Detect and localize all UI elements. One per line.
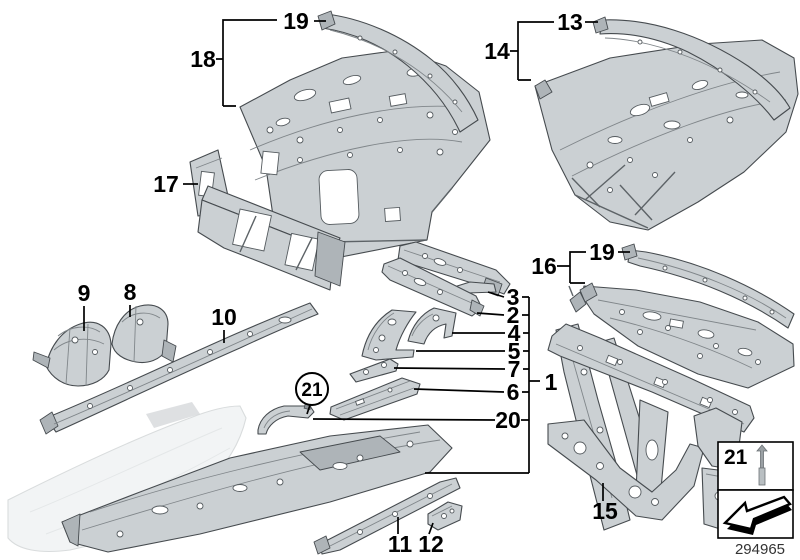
callout-7-label[interactable]: 7 bbox=[508, 356, 521, 382]
part-9-drawing bbox=[32, 321, 112, 387]
part-8-drawing bbox=[111, 304, 177, 364]
callout-18-leader bbox=[216, 19, 277, 107]
stud-icon bbox=[756, 444, 768, 486]
callout-16[interactable]: 16 bbox=[531, 251, 586, 284]
callout-11-label[interactable]: 11 bbox=[388, 531, 413, 557]
part-3-drawing bbox=[397, 241, 511, 301]
callout-2-leader bbox=[476, 312, 529, 316]
callout-5[interactable]: 5 bbox=[416, 338, 529, 364]
callout-21-circle-label[interactable]: 21 bbox=[301, 380, 323, 401]
callout-14-leader bbox=[510, 21, 554, 81]
callout-6[interactable]: 6 bbox=[413, 379, 529, 405]
callout-7[interactable]: 7 bbox=[393, 356, 529, 382]
part-18-drawing bbox=[239, 49, 491, 259]
callout-16-leader bbox=[557, 251, 586, 284]
part-15-drawing bbox=[547, 285, 755, 533]
callout-21-circle-leader bbox=[306, 404, 311, 415]
callout-18-label[interactable]: 18 bbox=[190, 46, 216, 72]
fastener-box-frame bbox=[717, 441, 794, 491]
floor-panel-drawing bbox=[61, 424, 453, 553]
callout-17[interactable]: 17 bbox=[153, 171, 198, 197]
diagram-number: 294965 bbox=[735, 541, 785, 558]
callout-20[interactable]: 20 bbox=[312, 407, 529, 433]
group-1-bracket bbox=[425, 297, 540, 474]
callout-9[interactable]: 9 bbox=[78, 280, 91, 331]
callout-12[interactable]: 12 bbox=[418, 522, 444, 557]
callout-9-label[interactable]: 9 bbox=[78, 280, 91, 306]
part-6-drawing bbox=[329, 377, 421, 421]
callout-14-label[interactable]: 14 bbox=[484, 38, 510, 64]
callout-11[interactable]: 11 bbox=[388, 517, 413, 557]
callout-12-leader bbox=[428, 522, 434, 535]
callout-21-circle-ring bbox=[295, 372, 329, 406]
callout-10-label[interactable]: 10 bbox=[211, 304, 237, 330]
part-11-drawing bbox=[313, 477, 461, 555]
callout-6-label[interactable]: 6 bbox=[507, 379, 520, 405]
callout-2-label[interactable]: 2 bbox=[507, 302, 520, 328]
callout-8-label[interactable]: 8 bbox=[124, 279, 137, 305]
callout-5-label[interactable]: 5 bbox=[508, 338, 521, 364]
callout-1-label[interactable]: 1 bbox=[545, 369, 558, 395]
callout-3[interactable]: 3 bbox=[487, 284, 529, 310]
callout-10[interactable]: 10 bbox=[211, 304, 237, 343]
direction-arrow-box bbox=[717, 489, 794, 539]
callout-3-label[interactable]: 3 bbox=[507, 284, 520, 310]
part-2-drawing bbox=[381, 257, 485, 317]
callout-18[interactable]: 18 bbox=[190, 19, 277, 107]
callout-15-label[interactable]: 15 bbox=[592, 498, 618, 524]
legend-fastener-box: 21 bbox=[717, 441, 794, 491]
callout-19-left[interactable]: 19 bbox=[283, 8, 326, 34]
callout-13-label[interactable]: 13 bbox=[557, 9, 583, 35]
callout-7-leader bbox=[393, 367, 529, 370]
callout-19-right-label[interactable]: 19 bbox=[589, 239, 615, 265]
part-13-drawing bbox=[592, 16, 791, 121]
part-17-drawing bbox=[189, 149, 346, 291]
parts-artwork bbox=[7, 10, 799, 555]
part-12-drawing bbox=[427, 501, 463, 531]
part-10-drawing bbox=[39, 302, 319, 435]
part-19-left-drawing bbox=[317, 10, 479, 133]
callout-4[interactable]: 4 bbox=[452, 320, 529, 346]
callout-21-circle[interactable]: 21 bbox=[295, 372, 329, 415]
fastener-box-label: 21 bbox=[724, 446, 748, 469]
callout-6-leader bbox=[413, 388, 529, 393]
callout-20-leader bbox=[312, 418, 529, 421]
direction-arrow-icon bbox=[722, 495, 792, 535]
callout-3-leader bbox=[487, 291, 529, 298]
part-4-drawing bbox=[407, 307, 457, 345]
part-14-drawing bbox=[534, 39, 799, 231]
part-16-drawing bbox=[579, 282, 795, 389]
callout-15[interactable]: 15 bbox=[592, 483, 618, 524]
callout-8[interactable]: 8 bbox=[124, 279, 137, 317]
callout-19-right[interactable]: 19 bbox=[589, 239, 630, 265]
callout-14[interactable]: 14 bbox=[484, 21, 554, 81]
callout-4-label[interactable]: 4 bbox=[508, 320, 521, 346]
callout-13[interactable]: 13 bbox=[557, 9, 598, 35]
callout-2[interactable]: 2 bbox=[476, 302, 529, 328]
callout-17-label[interactable]: 17 bbox=[153, 171, 179, 197]
callout-20-label[interactable]: 20 bbox=[495, 407, 521, 433]
callout-12-label[interactable]: 12 bbox=[418, 531, 444, 557]
callout-1[interactable]: 1 bbox=[425, 297, 558, 474]
callout-19-left-label[interactable]: 19 bbox=[283, 8, 309, 34]
callout-16-label[interactable]: 16 bbox=[531, 253, 557, 279]
part-7-drawing bbox=[349, 358, 399, 383]
part-20-drawing bbox=[257, 399, 315, 435]
part-5-drawing bbox=[361, 309, 417, 361]
